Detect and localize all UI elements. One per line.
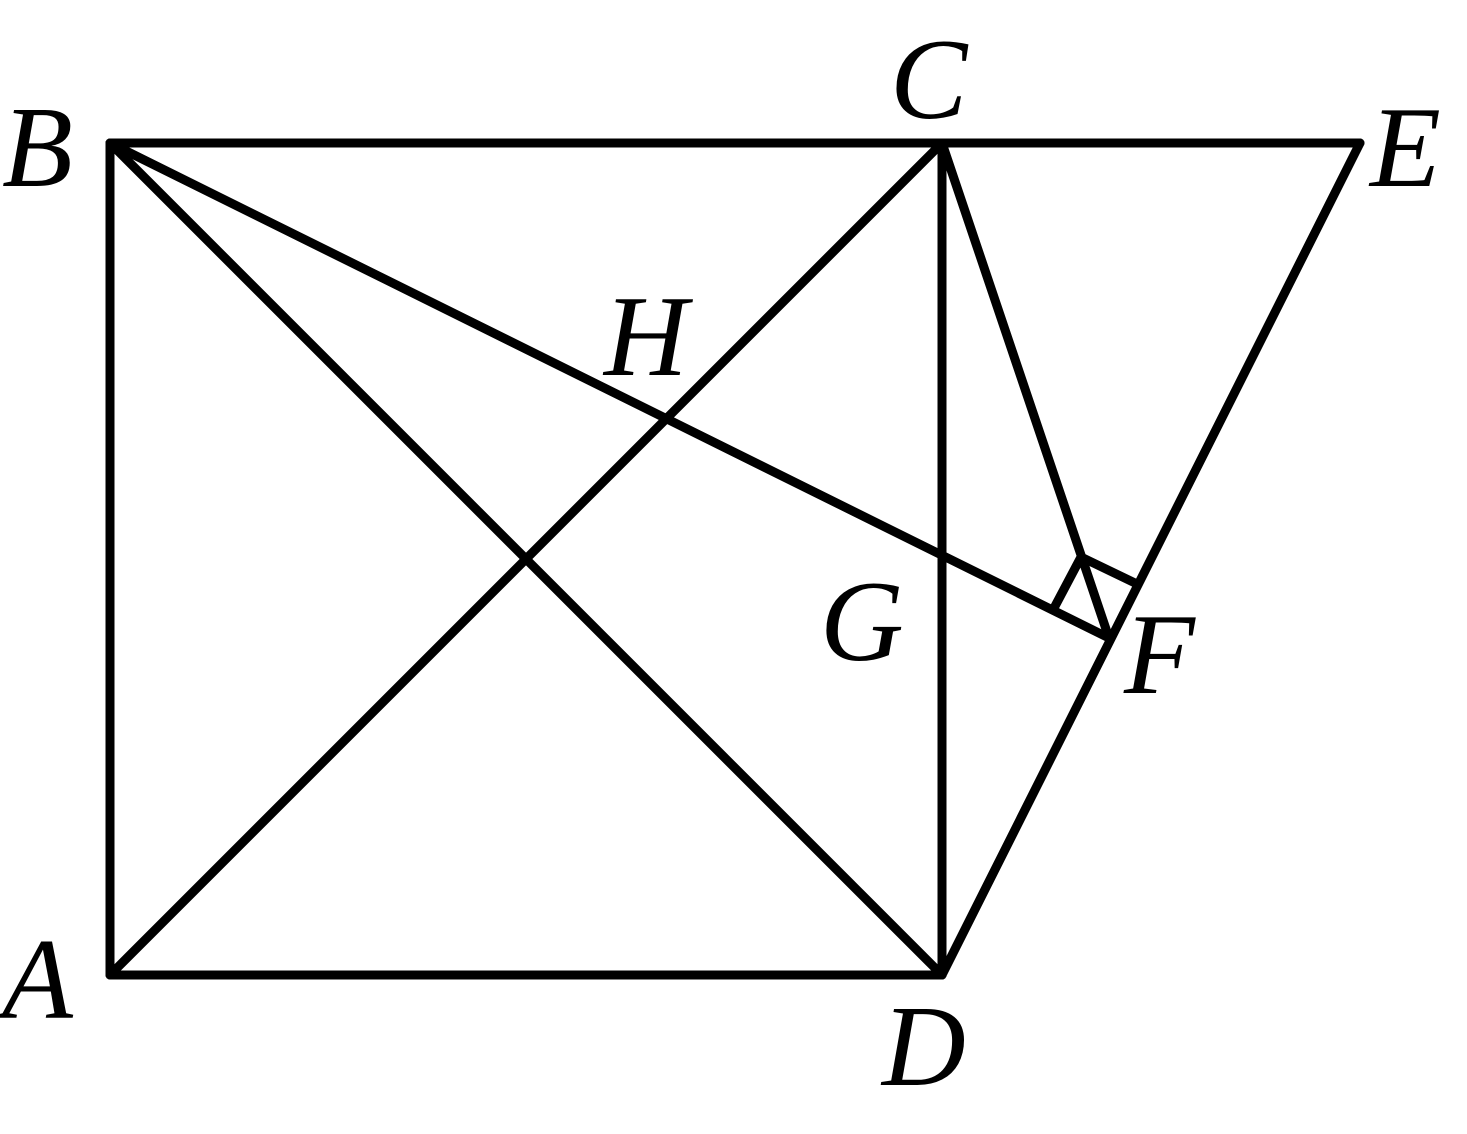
right-angle-marker	[1048, 551, 1140, 615]
segment-bd	[105, 138, 947, 980]
segment-de	[937, 138, 1365, 980]
label-f: F	[1123, 591, 1196, 719]
label-g: G	[820, 558, 904, 686]
label-b: B	[2, 84, 73, 212]
label-d: D	[880, 983, 966, 1111]
segment-bf	[105, 138, 1114, 643]
label-c: C	[890, 16, 969, 144]
label-e: E	[1368, 84, 1441, 212]
label-a: A	[0, 916, 74, 1044]
label-h: H	[602, 273, 693, 401]
